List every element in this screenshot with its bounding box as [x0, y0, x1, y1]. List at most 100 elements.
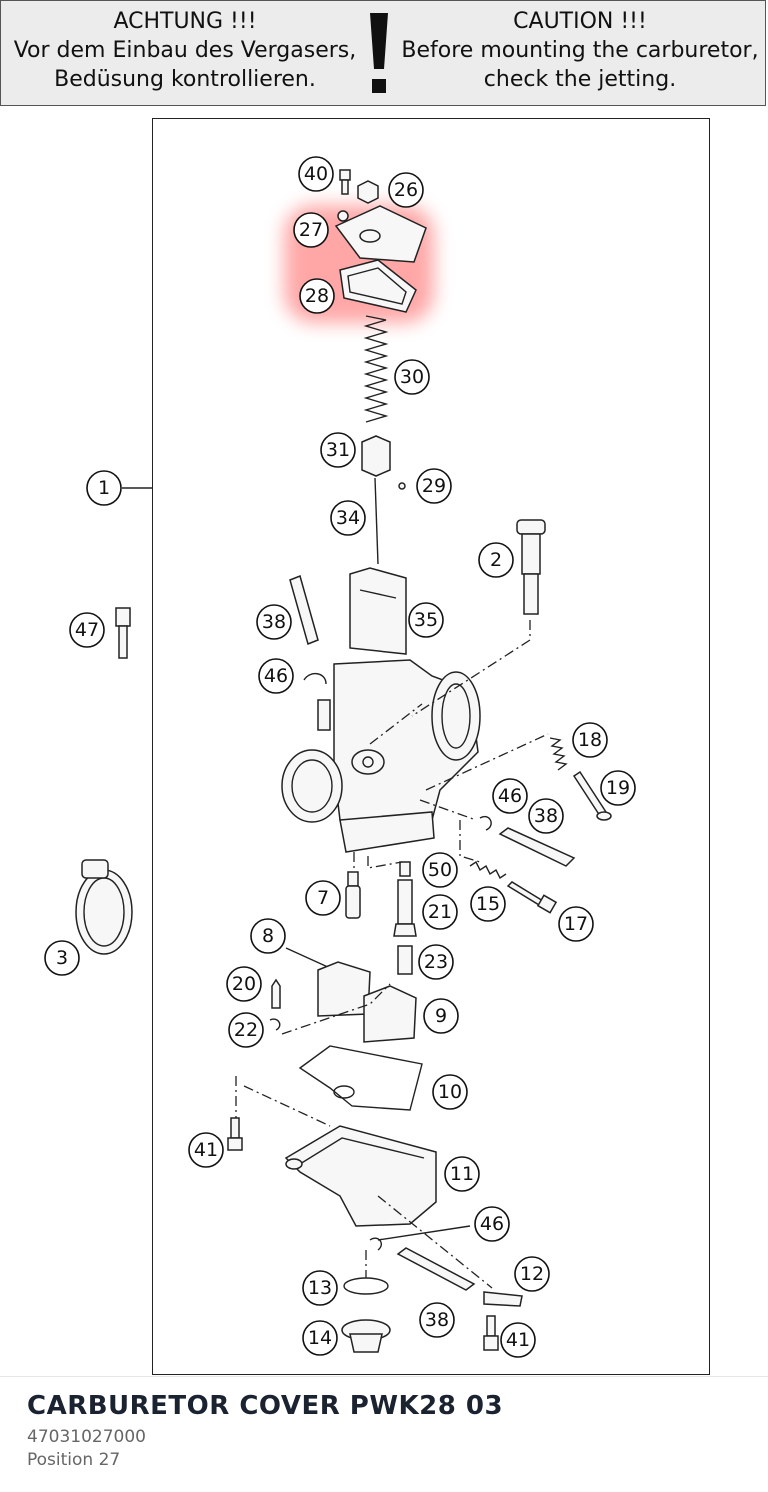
part-carburetor-body — [281, 659, 481, 853]
part-pin-8 — [285, 947, 331, 969]
callout-46[interactable]: 46 — [474, 1206, 510, 1242]
part-title: CARBURETOR COVER PWK28 03 — [27, 1391, 504, 1421]
part-info-footer: CARBURETOR COVER PWK28 03 47031027000 Po… — [0, 1376, 768, 1492]
part-clip-22 — [269, 1018, 281, 1031]
callout-9[interactable]: 9 — [423, 998, 459, 1034]
callout-46[interactable]: 46 — [258, 658, 294, 694]
carburetor-exploded-diagram: 1 2 3 7 8 9 10 11 12 13 14 15 17 18 19 2… — [44, 156, 636, 1358]
svg-text:40: 40 — [304, 163, 328, 185]
part-clip-46 — [479, 815, 492, 831]
svg-text:15: 15 — [476, 893, 500, 915]
part-hose-38 — [498, 827, 576, 867]
callout-18[interactable]: 18 — [572, 722, 608, 758]
callout-12[interactable]: 12 — [514, 1256, 550, 1292]
part-screw-41 — [227, 1117, 243, 1151]
callout-38[interactable]: 38 — [419, 1302, 455, 1338]
part-cover-27 — [334, 205, 427, 263]
part-screw-47 — [115, 607, 131, 659]
svg-text:50: 50 — [428, 859, 452, 881]
svg-text:35: 35 — [414, 609, 438, 631]
svg-text:26: 26 — [394, 179, 418, 201]
svg-text:1: 1 — [98, 477, 110, 499]
callout-19[interactable]: 19 — [600, 770, 636, 806]
svg-text:38: 38 — [534, 805, 558, 827]
svg-text:12: 12 — [520, 1263, 544, 1285]
part-gasket-28 — [339, 259, 417, 313]
svg-text:11: 11 — [450, 1163, 474, 1185]
callout-1[interactable]: 1 — [86, 470, 122, 506]
warning-en-heading: CAUTION !!! — [513, 9, 647, 34]
callout-10[interactable]: 10 — [432, 1074, 468, 1110]
svg-text:28: 28 — [305, 285, 329, 307]
part-float-9 — [317, 961, 417, 1043]
part-bracket-12 — [483, 1291, 523, 1307]
svg-text:19: 19 — [606, 777, 630, 799]
svg-text:46: 46 — [498, 785, 522, 807]
callout-47[interactable]: 47 — [69, 612, 105, 648]
svg-text:46: 46 — [264, 665, 288, 687]
callout-21[interactable]: 21 — [422, 894, 458, 930]
callout-41[interactable]: 41 — [500, 1322, 536, 1358]
callout-46[interactable]: 46 — [492, 778, 528, 814]
callout-30[interactable]: 30 — [394, 359, 430, 395]
part-clip-29 — [398, 482, 406, 490]
callout-2[interactable]: 2 — [478, 542, 514, 578]
callout-27[interactable]: 27 — [293, 212, 329, 248]
part-gasket-10 — [298, 1045, 423, 1111]
callout-38[interactable]: 38 — [256, 604, 292, 640]
svg-text:9: 9 — [435, 1005, 447, 1027]
svg-text:17: 17 — [564, 913, 588, 935]
assembly-frame — [152, 118, 710, 1375]
callout-22[interactable]: 22 — [228, 1012, 264, 1048]
svg-text:8: 8 — [262, 925, 274, 947]
callout-20[interactable]: 20 — [226, 966, 262, 1002]
warning-text-german: ACHTUNG !!! Vor dem Einbau des Vergasers… — [7, 7, 363, 94]
svg-text:38: 38 — [425, 1309, 449, 1331]
part-clip-46 — [369, 1237, 382, 1251]
callout-7[interactable]: 7 — [305, 880, 341, 916]
svg-text:7: 7 — [317, 887, 329, 909]
callout-17[interactable]: 17 — [558, 906, 594, 942]
callout-3[interactable]: 3 — [44, 940, 80, 976]
callout-31[interactable]: 31 — [320, 432, 356, 468]
svg-text:22: 22 — [234, 1019, 258, 1041]
part-nut-26 — [357, 180, 379, 204]
part-needle-holder-31 — [361, 435, 391, 477]
callout-23[interactable]: 23 — [418, 944, 454, 980]
warning-banner: ACHTUNG !!! Vor dem Einbau des Vergasers… — [0, 0, 766, 106]
part-spring-18 — [549, 737, 568, 771]
svg-text:38: 38 — [262, 611, 286, 633]
callout-11[interactable]: 11 — [444, 1156, 480, 1192]
part-spring-30 — [363, 315, 389, 423]
callout-14[interactable]: 14 — [302, 1320, 338, 1356]
svg-text:47: 47 — [75, 619, 99, 641]
callout-15[interactable]: 15 — [470, 886, 506, 922]
part-slide-35 — [349, 567, 407, 655]
warning-text-english: CAUTION !!! Before mounting the carburet… — [397, 7, 763, 94]
callout-41[interactable]: 41 — [188, 1132, 224, 1168]
part-number: 47031027000 — [27, 1427, 146, 1447]
callout-50[interactable]: 50 — [422, 852, 458, 888]
part-hose-38 — [289, 574, 319, 646]
part-screw-19 — [572, 770, 612, 821]
part-choke-plunger-2 — [516, 519, 546, 615]
callout-40[interactable]: 40 — [298, 156, 334, 192]
callout-8[interactable]: 8 — [250, 918, 286, 954]
part-o-ring-13 — [343, 1277, 389, 1295]
svg-text:10: 10 — [438, 1081, 462, 1103]
part-screw-17 — [506, 881, 558, 914]
part-needle-jet-21 — [393, 879, 417, 937]
svg-text:41: 41 — [194, 1139, 218, 1161]
warning-de-heading: ACHTUNG !!! — [113, 9, 257, 34]
callout-28[interactable]: 28 — [299, 278, 335, 314]
callout-38[interactable]: 38 — [528, 798, 564, 834]
callout-34[interactable]: 34 — [330, 500, 366, 536]
callout-29[interactable]: 29 — [416, 468, 452, 504]
svg-text:3: 3 — [56, 947, 68, 969]
svg-text:20: 20 — [232, 973, 256, 995]
callout-26[interactable]: 26 — [388, 172, 424, 208]
svg-text:34: 34 — [336, 507, 360, 529]
callout-35[interactable]: 35 — [408, 602, 444, 638]
callout-13[interactable]: 13 — [302, 1270, 338, 1306]
part-clip-46 — [303, 673, 327, 685]
